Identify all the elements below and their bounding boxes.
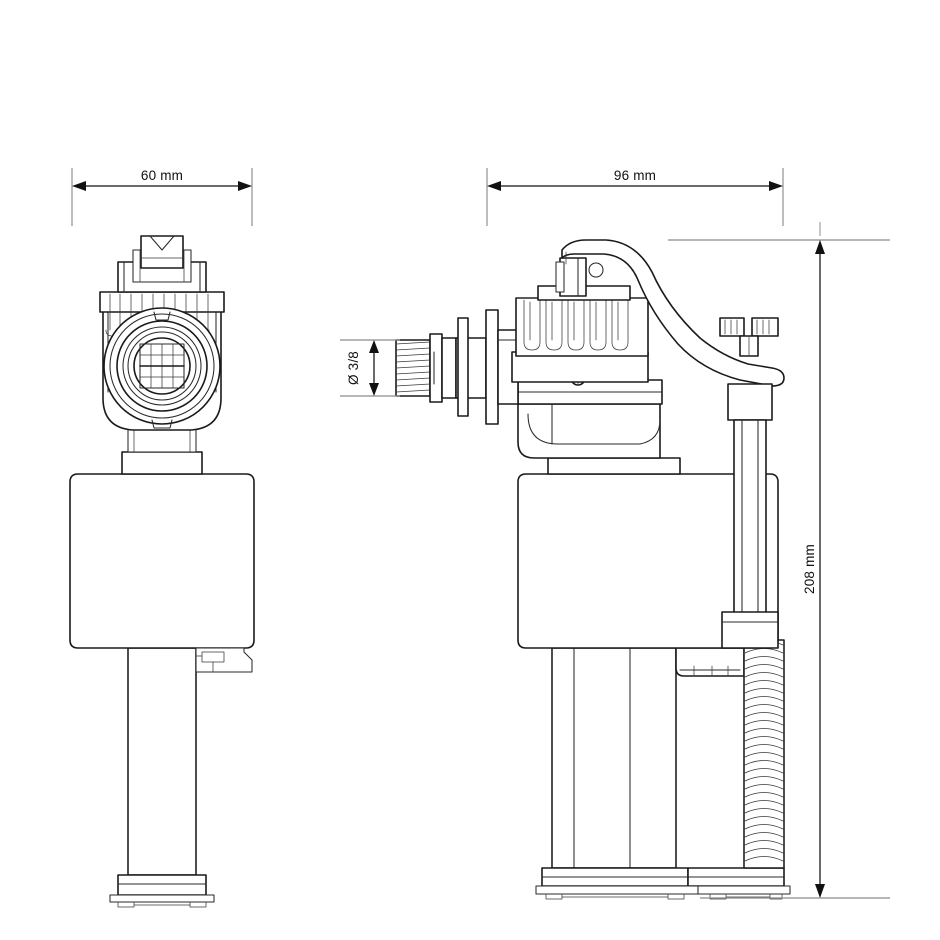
- dimension-label-front-width: 60 mm: [141, 168, 183, 183]
- inlet-thread-lines: [395, 341, 431, 393]
- front-view-side-bracket: [195, 647, 253, 673]
- dimension-front-width: 60 mm: [71, 168, 253, 226]
- side-view-group: [395, 239, 791, 900]
- front-view-float-body: [69, 473, 255, 649]
- front-view-group: [69, 235, 255, 908]
- dimension-label-inlet-thread: Ø 3/8: [346, 351, 361, 385]
- hose-corrugations: [744, 640, 784, 862]
- side-view-valve-body: [517, 370, 681, 475]
- front-view-neck: [121, 427, 203, 475]
- dimension-label-side-width: 96 mm: [614, 168, 656, 183]
- side-view-thumbscrew: [719, 317, 779, 357]
- side-view-corrugated-hose: [743, 639, 785, 869]
- front-view-valve-head: [99, 235, 225, 431]
- side-view-standpipe: [721, 383, 779, 649]
- front-view-strainer-grid: [139, 343, 185, 389]
- side-view-ribbed-cap: [511, 257, 649, 383]
- dimension-overall-height: 208 mm: [668, 222, 890, 899]
- dimension-side-width: 96 mm: [486, 168, 784, 226]
- front-view-tailpiece: [109, 647, 215, 908]
- dimension-label-overall-height: 208 mm: [802, 544, 817, 594]
- side-view-inlet-shank: [395, 309, 519, 425]
- side-view-tailpiece: [535, 647, 791, 900]
- cap-ribs: [523, 299, 629, 351]
- dimension-inlet-thread: Ø 3/8: [340, 339, 400, 397]
- side-view-float-lever: [561, 239, 785, 387]
